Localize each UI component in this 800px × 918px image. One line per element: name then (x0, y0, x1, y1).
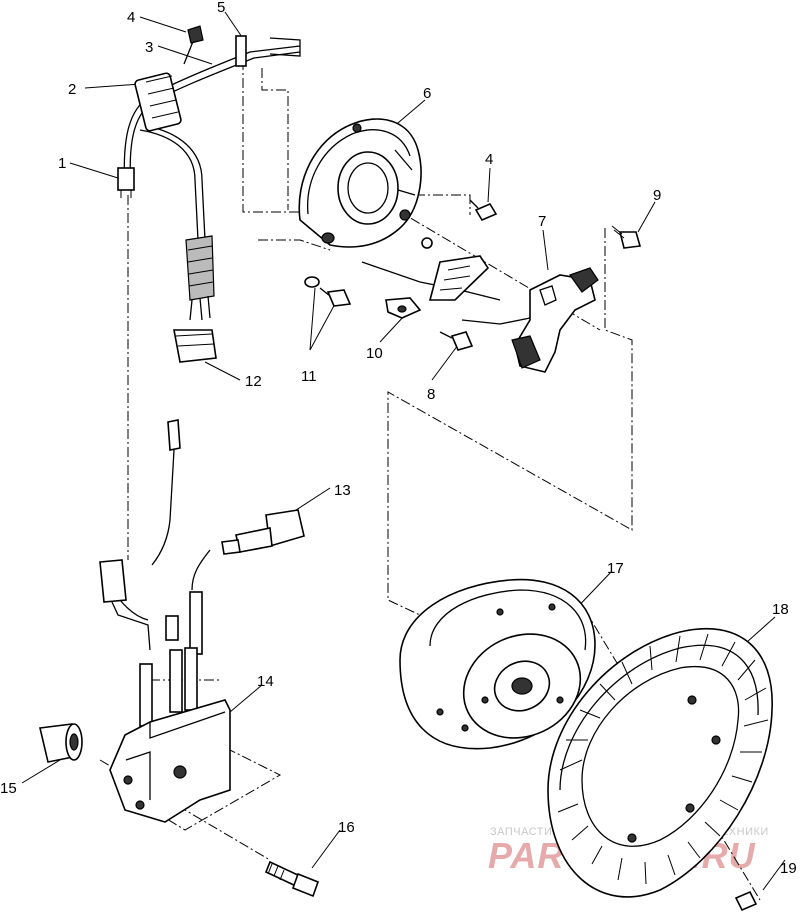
cooling-fan (547, 627, 773, 898)
screw-4b (469, 199, 498, 222)
flywheel (399, 578, 596, 750)
callout-14: 14 (257, 673, 274, 690)
harness-connector (173, 329, 217, 363)
callout-15: 15 (0, 780, 17, 797)
wire-sleeve (185, 235, 215, 301)
callout-1: 1 (58, 155, 66, 172)
callout-16: 16 (338, 819, 355, 836)
pulser-coil (461, 267, 599, 373)
callout-13: 13 (334, 482, 351, 499)
callout-12: 12 (245, 373, 262, 390)
callout-17: 17 (607, 560, 624, 577)
stator-plate (298, 118, 422, 248)
callout-7: 7 (538, 213, 546, 230)
callout-19: 19 (780, 860, 797, 877)
callout-10: 10 (366, 345, 383, 362)
ignition-coil (109, 591, 231, 823)
callout-5: 5 (217, 0, 225, 16)
bolt (264, 860, 320, 898)
spark-plug-cap (191, 509, 305, 591)
callout-6: 6 (423, 85, 431, 102)
callout-8: 8 (427, 386, 435, 403)
screw-head-4 (187, 25, 204, 44)
screw-8 (439, 331, 474, 351)
terminal-plug (117, 167, 135, 191)
callout-11: 11 (301, 368, 317, 385)
wiring-harness (117, 25, 301, 363)
callout-3: 3 (145, 39, 153, 56)
screw-19 (734, 890, 758, 912)
callout-4: 4 (127, 9, 135, 26)
callout-4b: 4 (485, 151, 493, 168)
spacer (39, 723, 83, 763)
callout-18: 18 (772, 601, 789, 618)
callout-9: 9 (653, 187, 661, 204)
connector-block (134, 72, 182, 132)
harness-clip (235, 35, 247, 67)
callout-2: 2 (68, 81, 76, 98)
screws-11 (304, 276, 352, 307)
screw-9 (611, 225, 642, 249)
pickup-sensor (361, 237, 501, 319)
kill-wire-connector (99, 419, 181, 651)
callout-labels: 1 2 3 4 5 6 4 9 7 10 11 8 12 13 14 15 16… (0, 0, 797, 877)
